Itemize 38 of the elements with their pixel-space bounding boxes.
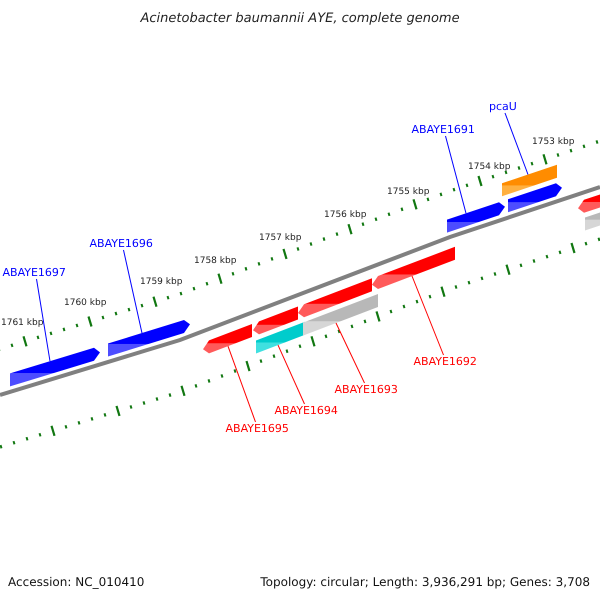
gene-feature xyxy=(108,320,190,356)
gene-feature xyxy=(253,306,298,334)
genome-stats-text: Topology: circular; Length: 3,936,291 bp; Genes: 3,708 xyxy=(260,576,590,588)
gene-feature xyxy=(303,294,378,336)
gene-feature xyxy=(298,278,372,318)
leader-line xyxy=(336,322,365,384)
scale-label: 1754 kbp xyxy=(468,162,510,172)
gene-feature xyxy=(256,322,305,354)
scale-label: 1755 kbp xyxy=(387,188,430,196)
scale-label: 1753 kbp xyxy=(532,138,574,146)
leader-line xyxy=(445,136,466,214)
gene-label: ABAYE1695 xyxy=(226,422,289,434)
gene-feature xyxy=(10,348,100,386)
scale-label: 1756 kbp xyxy=(324,210,366,220)
gene-label: ABAYE1691 xyxy=(412,124,475,134)
gene-feature xyxy=(372,246,455,289)
gene-label: ABAYE1696 xyxy=(90,238,153,248)
gene-label: ABAYE1697 xyxy=(2,266,66,278)
gene-label: ABAYE1692 xyxy=(414,356,477,366)
diagram-title: Acinetobacter baumannii AYE, complete genome xyxy=(140,12,460,24)
scale-label: 1758 kbp xyxy=(194,256,236,266)
accession-text: Accession: NC_010410 xyxy=(8,576,144,588)
gene-feature xyxy=(203,324,252,354)
gene-label: ABAYE1693 xyxy=(334,384,398,394)
gene-feature xyxy=(447,202,505,233)
scale-label: 1761 kbp xyxy=(1,318,44,328)
gene-label: pcaU xyxy=(489,100,517,112)
leader-line xyxy=(36,278,50,362)
gene-feature xyxy=(508,183,562,212)
scale-label: 1759 kbp xyxy=(140,278,182,286)
gene-label: ABAYE1694 xyxy=(274,404,338,416)
leader-line xyxy=(123,250,142,334)
scale-label: 1757 kbp xyxy=(259,234,302,242)
leader-line xyxy=(228,346,256,422)
leader-line xyxy=(412,276,444,356)
leader-line xyxy=(504,112,528,175)
scale-label: 1760 kbp xyxy=(64,298,106,308)
leader-line xyxy=(278,344,305,404)
